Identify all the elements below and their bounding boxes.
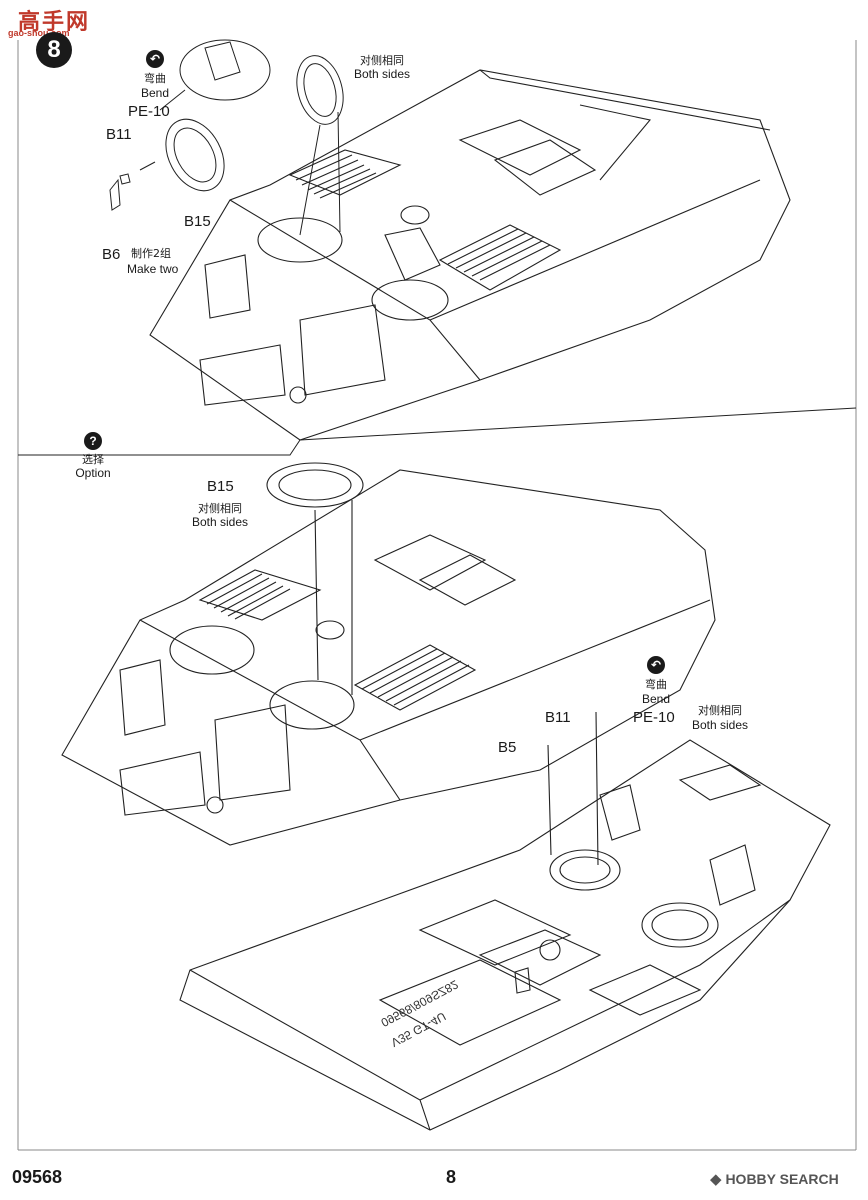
site-logo: 高手网 gao-shou.com: [4, 4, 96, 40]
floor-panel-2: [418, 899, 572, 966]
site-logo-text: 高手网: [18, 10, 91, 35]
interior-part-pe10: PE-10: [633, 709, 675, 726]
option-grille-left: [198, 569, 322, 621]
interior-both-sides-en: Both sides: [691, 718, 749, 732]
top-make-two-en: Make two: [127, 262, 179, 276]
step-frame: [17, 40, 857, 1151]
top-periscope: [400, 205, 430, 225]
option-icon: ?: [84, 432, 102, 450]
option-hull: [61, 462, 716, 846]
top-hatch-right: [371, 279, 449, 321]
floor-panel-1: [378, 959, 562, 1046]
floor-panel-4: [588, 964, 702, 1016]
interior-bend-en: Bend: [641, 692, 671, 706]
top-make-two-cn: 制作2组: [131, 247, 171, 260]
interior-part-b11: B11: [545, 709, 571, 726]
top-grille-right: [438, 224, 562, 291]
kit-code: 09568: [12, 1167, 63, 1187]
floor-panel-3: [478, 929, 602, 986]
top-both-sides-en: Both sides: [353, 67, 411, 81]
option-part-b15: B15: [207, 478, 234, 495]
option-both-sides-en: Both sides: [191, 515, 249, 529]
top-hull: [149, 69, 791, 441]
interior-bend-icon: ↶: [647, 656, 665, 674]
side-door-2: [299, 304, 386, 396]
interior-hull: [179, 711, 831, 1131]
interior-ring-left: [549, 849, 621, 891]
site-logo-url: gao-shou.com: [8, 28, 70, 38]
bend-icon: ↶: [146, 50, 164, 68]
section-divider: [18, 407, 857, 456]
top-part-pe10: PE-10: [128, 103, 170, 120]
top-part-b6: B6: [102, 246, 121, 263]
top-both-sides-cn: 对侧相同: [360, 54, 404, 67]
option-en: Option: [75, 466, 111, 480]
interior-part-b5: B5: [498, 739, 517, 756]
roof-hatch-2: [493, 139, 597, 196]
interior-ring-right: [641, 902, 719, 948]
watermark-logo-icon: ◆: [710, 1171, 722, 1188]
watermark: ◆ HOBBY SEARCH: [710, 1170, 839, 1188]
interior-bend-cn: 弯曲: [645, 678, 667, 691]
option-hatch-left: [169, 625, 255, 675]
top-hatch-left: [257, 217, 343, 263]
top-bend-en: Bend: [140, 86, 170, 100]
top-part-b15: B15: [184, 213, 211, 230]
top-part-b11: B11: [106, 126, 132, 143]
side-door-3: [199, 344, 286, 406]
option-cn: 选择: [82, 453, 104, 466]
option-both-sides-cn: 对侧相同: [198, 502, 242, 515]
step-number-badge: 8: [36, 32, 72, 68]
top-exploded-hatch: [109, 39, 344, 236]
roof-hatch-1: [458, 119, 582, 176]
option-hatch-right: [269, 680, 355, 730]
watermark-text: HOBBY SEARCH: [725, 1171, 839, 1187]
interior-both-sides-cn: 对侧相同: [698, 704, 742, 717]
side-door-1: [204, 254, 251, 319]
top-bend-cn: 弯曲: [144, 72, 166, 85]
top-grille-left: [288, 149, 402, 199]
option-grille-right: [353, 644, 477, 711]
page-number: 8: [446, 1167, 457, 1187]
